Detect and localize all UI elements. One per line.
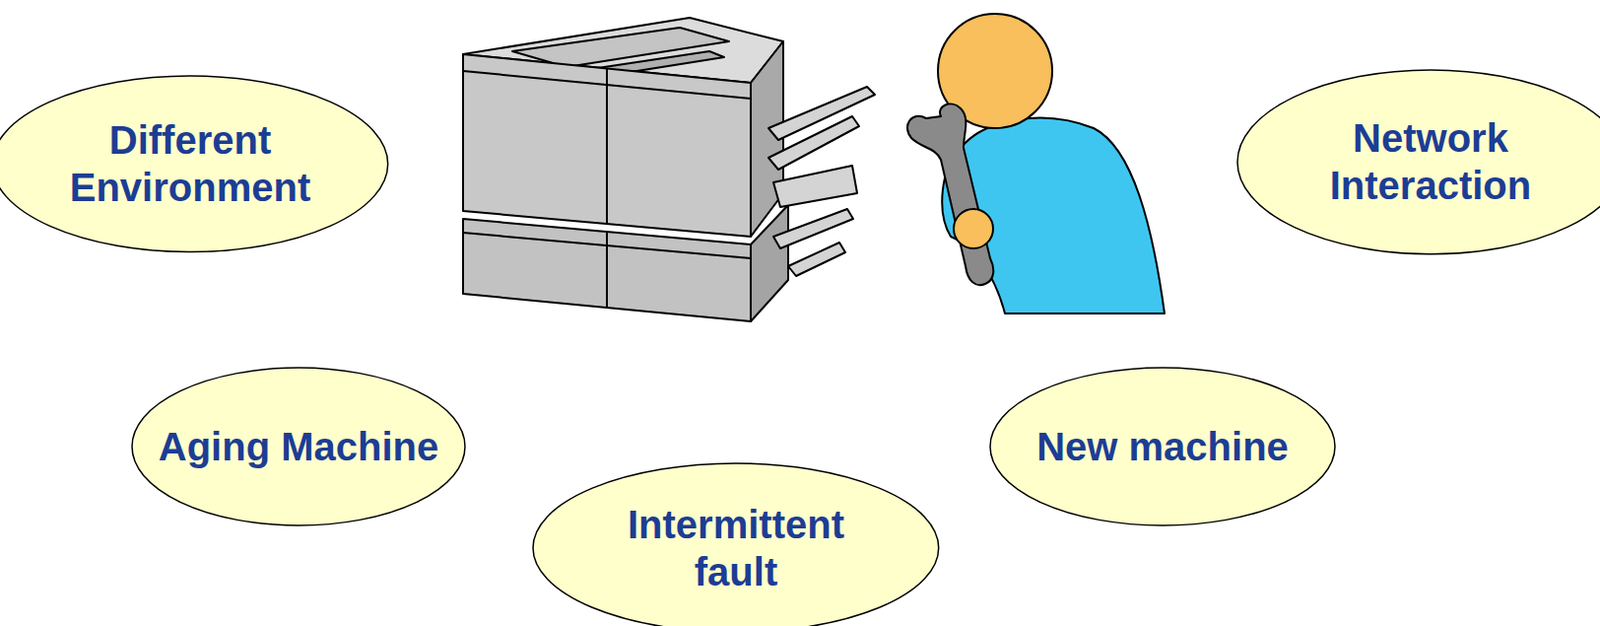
technician-figure xyxy=(907,13,1165,314)
ellipse-shape xyxy=(1237,69,1600,255)
factor-label: Intermittent fault xyxy=(588,500,884,596)
factor-ellipse: Aging Machine xyxy=(130,365,467,528)
factor-label: Different Environment xyxy=(42,116,338,211)
copier-machine xyxy=(463,17,875,322)
ellipse-outline xyxy=(0,73,391,255)
ellipse-outline xyxy=(1235,67,1600,257)
factor-ellipse: Intermittent fault xyxy=(531,461,941,626)
ellipse-shape xyxy=(0,75,389,253)
ellipse-shape xyxy=(132,367,466,526)
factor-ellipse: Network Interaction xyxy=(1235,67,1600,257)
ellipse-shape xyxy=(533,463,939,626)
factor-label: Network Interaction xyxy=(1282,114,1579,209)
factor-ellipse: Different Environment xyxy=(0,73,391,255)
factor-label: Aging Machine xyxy=(158,422,439,470)
factor-ellipse: New machine xyxy=(988,365,1337,528)
ellipse-shape xyxy=(990,367,1335,526)
factor-label: New machine xyxy=(1036,422,1289,470)
